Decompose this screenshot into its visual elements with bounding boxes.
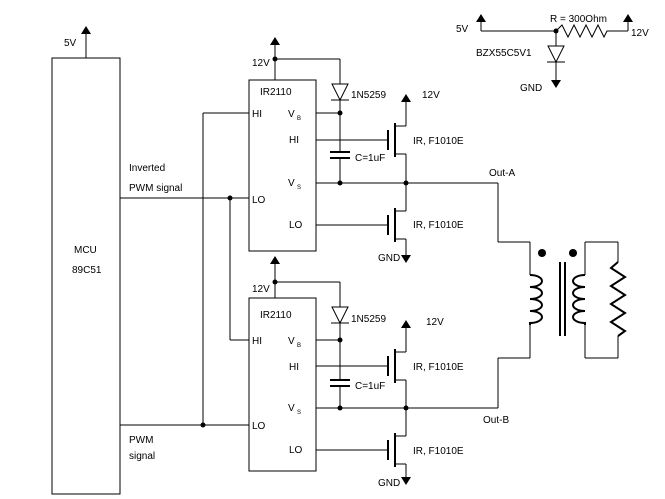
zener-5v-arrow-icon	[476, 14, 486, 22]
bot-pin-vb: V	[288, 336, 295, 347]
bot-pin-lo-in: LO	[252, 421, 266, 432]
zener-gnd-label: GND	[520, 83, 542, 94]
bot-fet-low-label: IR, F1010E	[413, 446, 464, 457]
bot-bootstrap-diode-icon	[331, 306, 349, 325]
zener-diode-icon	[547, 45, 565, 64]
bot-diode-label: 1N5259	[351, 314, 386, 325]
bot-cap-label: C=1uF	[355, 381, 385, 392]
bot-driver-box	[248, 297, 317, 472]
load-resistor-icon	[609, 261, 627, 337]
top-driver-12v-arrow-icon	[270, 37, 280, 45]
top-pin-hi-in: HI	[252, 109, 262, 120]
mcu-signal-wiring	[120, 112, 249, 428]
bot-fet-high-label: IR, F1010E	[413, 362, 464, 373]
mcu-part: 89C51	[72, 265, 102, 276]
mcu-box	[51, 57, 121, 495]
top-pin-lo-out: LO	[289, 220, 303, 231]
top-driver-12v-label: 12V	[252, 58, 270, 69]
transformer	[497, 183, 627, 408]
bot-fet-12v-label: 12V	[426, 317, 444, 328]
top-fet-low-label: IR, F1010E	[413, 220, 464, 231]
bot-pin-vs-sub: S	[297, 410, 301, 416]
out-b-label: Out-B	[483, 415, 509, 426]
top-gnd-arrow-icon	[401, 255, 411, 263]
bot-pin-hi-out: HI	[289, 362, 299, 373]
secondary-winding-icon	[572, 274, 586, 325]
resistor-icon	[555, 23, 628, 39]
bot-driver-name: IR2110	[260, 310, 292, 321]
top-diode-label: 1N5259	[351, 90, 386, 101]
zener-part-label: BZX55C5V1	[476, 48, 532, 59]
top-bootstrap-diode-icon	[331, 83, 349, 102]
mcu-name: MCU	[74, 245, 97, 256]
top-gnd-label: GND	[378, 253, 400, 264]
resistor-label: R = 300Ohm	[550, 14, 607, 25]
bot-driver-12v-label: 12V	[252, 284, 270, 295]
mcu-5v-arrow-icon	[81, 26, 91, 34]
zener-12v-label: 12V	[631, 28, 649, 39]
secondary-dot-icon	[569, 249, 577, 257]
zener-5v-label: 5V	[456, 24, 469, 35]
primary-dot-icon	[538, 249, 546, 257]
zener-12v-arrow-icon	[623, 14, 633, 22]
bot-fet-12v-arrow-icon	[401, 320, 411, 328]
top-driver-box	[248, 79, 317, 252]
top-fet-12v-label: 12V	[422, 90, 440, 101]
mcu-block: 5V MCU 89C51 Inverted PWM signal PWM sig…	[51, 26, 182, 495]
bot-pin-vs: V	[288, 403, 295, 414]
top-fet-high-label: IR, F1010E	[413, 136, 464, 147]
bot-pin-vb-sub: B	[297, 343, 301, 349]
pwm-label-1: PWM	[129, 435, 153, 446]
bot-gnd-arrow-icon	[401, 477, 411, 485]
zener-gnd-arrow-icon	[551, 80, 561, 88]
top-pin-vs: V	[288, 178, 295, 189]
top-pin-vb-sub: B	[297, 116, 301, 122]
out-a-label: Out-A	[489, 168, 515, 179]
mcu-5v-label: 5V	[64, 38, 77, 49]
top-pin-vb: V	[288, 109, 295, 120]
top-driver: 12V IR2110 HI LO V B HI V S LO 1N5259 C=…	[248, 37, 515, 264]
bot-gnd-label: GND	[378, 478, 400, 489]
top-pin-vs-sub: S	[297, 185, 301, 191]
bottom-driver: 12V IR2110 HI LO V B HI V S LO 1N5259 C=…	[248, 256, 509, 489]
bot-driver-12v-arrow-icon	[270, 256, 280, 264]
bot-pin-lo-out: LO	[289, 445, 303, 456]
top-driver-name: IR2110	[260, 87, 292, 98]
pwm-label-2: signal	[129, 451, 155, 462]
inverted-pwm-label-2: PWM signal	[129, 183, 182, 194]
primary-winding-icon	[529, 274, 543, 325]
top-pin-lo-in: LO	[252, 195, 266, 206]
bot-pin-hi-in: HI	[252, 336, 262, 347]
top-cap-label: C=1uF	[355, 153, 385, 164]
inverted-pwm-label-1: Inverted	[129, 163, 165, 174]
top-pin-hi-out: HI	[289, 135, 299, 146]
zener-supply: 5V R = 300Ohm 12V BZX55C5V1 GND	[456, 14, 649, 94]
top-fet-12v-arrow-icon	[401, 94, 411, 102]
